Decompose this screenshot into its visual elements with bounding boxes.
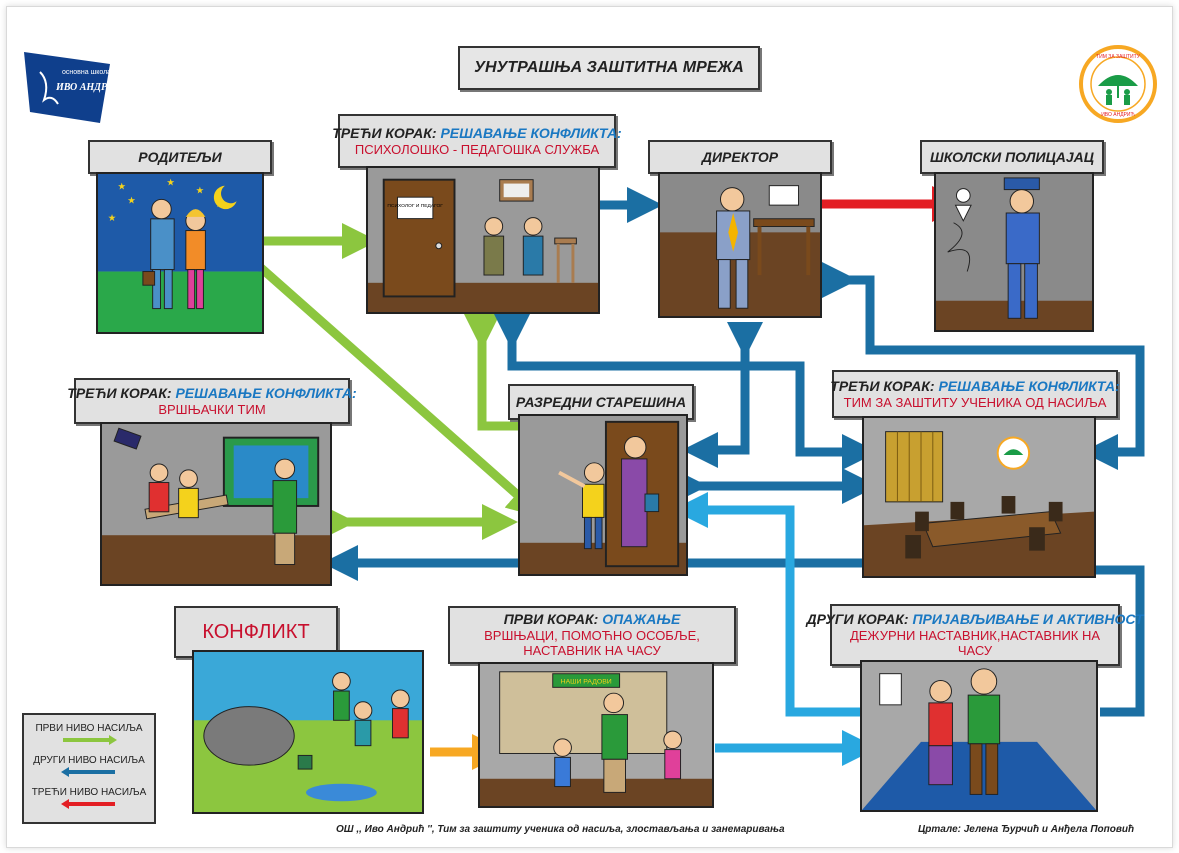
team-logo: ТИМ ЗА ЗАШТИТУ ИВО АНДРИЋ — [1078, 44, 1158, 124]
panel-parents: ★★★★★★ — [96, 172, 264, 334]
panel-police — [934, 172, 1094, 332]
label-second-subtitle: ДЕЖУРНИ НАСТАВНИК,НАСТАВНИК НА ЧАСУ — [849, 627, 1101, 659]
board-sign-text: НАШИ РАДОВИ — [561, 678, 612, 685]
legend: ПРВИ НИВО НАСИЉА ДРУГИ НИВО НАСИЉА ТРЕЋИ… — [22, 713, 156, 824]
label-director-title: ДИРЕКТОР — [701, 148, 779, 165]
label-second-step-name: ПРИЈАВЉИВАЊЕ И АКТИВНОСТ — [912, 611, 1144, 627]
panel-peer — [100, 422, 332, 586]
label-peer: ТРЕЋИ КОРАК: РЕШАВАЊЕ КОНФЛИКТА: ВРШЊАЧК… — [67, 378, 357, 424]
label-conflict: КОНФЛИКТ — [174, 606, 338, 658]
legend-label: ПРВИ НИВО НАСИЉА — [35, 723, 143, 734]
svg-text:★: ★ — [118, 182, 127, 193]
logo-left-text: ИВО АНДРИЋ — [55, 82, 112, 93]
label-first-step: ПРВИ КОРАК: — [503, 611, 599, 627]
panel-conflict — [192, 650, 424, 814]
label-director: ДИРЕКТОР — [648, 140, 832, 174]
svg-text:★: ★ — [108, 213, 117, 224]
svg-text:★: ★ — [196, 186, 205, 197]
label-team: ТРЕЋИ КОРАК: РЕШАВАЊЕ КОНФЛИКТА: ТИМ ЗА … — [830, 370, 1120, 418]
label-parents: РОДИТЕЉИ — [88, 140, 272, 174]
panel-staresina — [518, 414, 688, 576]
svg-text:основна школа: основна школа — [62, 69, 111, 76]
legend-label: ТРЕЋИ НИВО НАСИЉА — [31, 787, 147, 798]
label-team-step-name: РЕШАВАЊЕ КОНФЛИКТА: — [938, 377, 1120, 394]
panel-team — [862, 416, 1096, 578]
label-first: ПРВИ КОРАК: ОПАЖАЊЕ ВРШЊАЦИ, ПОМОЋНО ОСО… — [448, 606, 736, 664]
label-staresina-title: РАЗРЕДНИ СТАРЕШИНА — [515, 393, 687, 410]
label-psych-subtitle: ПСИХОЛОШКО - ПЕДАГОШКА СЛУЖБА — [354, 141, 600, 157]
svg-text:★: ★ — [166, 178, 175, 189]
label-peer-step: ТРЕЋИ КОРАК: — [67, 384, 172, 401]
label-second: ДРУГИ КОРАК: ПРИЈАВЉИВАЊЕ И АКТИВНОСТ ДЕ… — [806, 604, 1144, 666]
label-peer-subtitle: ВРШЊАЧКИ ТИМ — [158, 401, 266, 417]
label-second-step: ДРУГИ КОРАК: — [806, 611, 909, 627]
legend-item-first-level: ПРВИ НИВО НАСИЉА — [24, 723, 154, 745]
label-peer-step-name: РЕШАВАЊЕ КОНФЛИКТА: — [175, 384, 357, 401]
panel-first: НАШИ РАДОВИ — [478, 662, 714, 808]
label-psych-step-name: РЕШАВАЊЕ КОНФЛИКТА: — [440, 124, 622, 141]
label-team-step: ТРЕЋИ КОРАК: — [830, 377, 935, 394]
footer-credits: ОШ ,, Иво Андрић '', Тим за заштиту учен… — [336, 824, 785, 835]
svg-text:ТИМ ЗА ЗАШТИТУ: ТИМ ЗА ЗАШТИТУ — [1096, 54, 1141, 60]
label-conflict-title: КОНФЛИКТ — [202, 620, 310, 643]
legend-item-second-level: ДРУГИ НИВО НАСИЉА — [24, 755, 154, 777]
page-title: УНУТРАШЊА ЗАШТИТНА МРЕЖА — [458, 46, 760, 90]
label-police: ШКОЛСКИ ПОЛИЦАЈАЦ — [920, 140, 1104, 174]
panel-second — [860, 660, 1098, 812]
svg-text:★: ★ — [127, 195, 136, 206]
label-police-title: ШКОЛСКИ ПОЛИЦАЈАЦ — [929, 148, 1094, 165]
svg-text:ИВО АНДРИЋ: ИВО АНДРИЋ — [1101, 112, 1135, 118]
label-first-step-name: ОПАЖАЊЕ — [602, 611, 681, 627]
label-psych-step: ТРЕЋИ КОРАК: — [332, 124, 437, 141]
legend-label: ДРУГИ НИВО НАСИЉА — [33, 755, 145, 766]
footer-authors: Цртале: Јелена Ђурчић и Анђела Поповић — [918, 824, 1135, 835]
legend-item-third-level: ТРЕЋИ НИВО НАСИЉА — [24, 787, 154, 809]
panel-director — [658, 172, 822, 318]
school-logo: основна школа ИВО АНДРИЋ — [22, 50, 123, 125]
label-psych: ТРЕЋИ КОРАК: РЕШАВАЊЕ КОНФЛИКТА: ПСИХОЛО… — [332, 114, 622, 168]
label-first-subtitle: ВРШЊАЦИ, ПОМОЋНО ОСОБЉЕ, НАСТАВНИК НА ЧА… — [484, 627, 700, 659]
label-parents-title: РОДИТЕЉИ — [138, 148, 222, 165]
door-sign-text: ПСИХОЛОГ И ПЕДАГОГ — [387, 203, 443, 209]
label-team-subtitle: ТИМ ЗА ЗАШТИТУ УЧЕНИКА ОД НАСИЉА — [843, 394, 1107, 410]
panel-psych: ПСИХОЛОГ И ПЕДАГОГ — [366, 166, 600, 314]
